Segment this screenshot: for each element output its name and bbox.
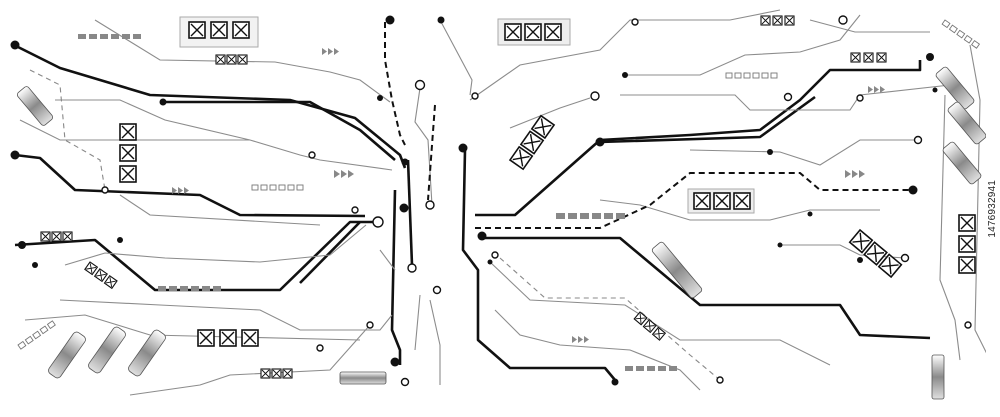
bold-traces: [13, 43, 931, 381]
stock-id-text: 1476932941: [986, 179, 998, 238]
chip-top-left: [179, 16, 259, 48]
bar-blocks: [78, 34, 677, 371]
chip-diagonal-lower: [633, 311, 666, 341]
solid-pads: [10, 15, 938, 386]
chip-small-row-1: [215, 54, 248, 65]
stock-id-watermark: 1476932941: [986, 0, 998, 417]
chip-small-row-3: [260, 368, 293, 379]
thin-traces: [19, 9, 991, 396]
hollow-rect-rows: [17, 19, 981, 350]
chip-vertical-right: [958, 214, 976, 274]
chip-bottom-left: [197, 329, 259, 347]
cylinder-components: [16, 66, 987, 400]
arrow-chevrons: [172, 48, 885, 343]
chip-vertical-left: [119, 123, 137, 183]
chip-small-row-4: [760, 15, 795, 26]
chip-small-row-2: [40, 231, 73, 242]
chip-diagonal-upper: [509, 114, 555, 170]
dashed-traces: [29, 22, 915, 381]
chip-small-row-5: [850, 52, 887, 63]
chip-center-right: [687, 188, 755, 214]
chip-diagonal-left: [84, 261, 118, 289]
chip-top-center: [497, 18, 571, 46]
hollow-pads: [101, 15, 972, 387]
